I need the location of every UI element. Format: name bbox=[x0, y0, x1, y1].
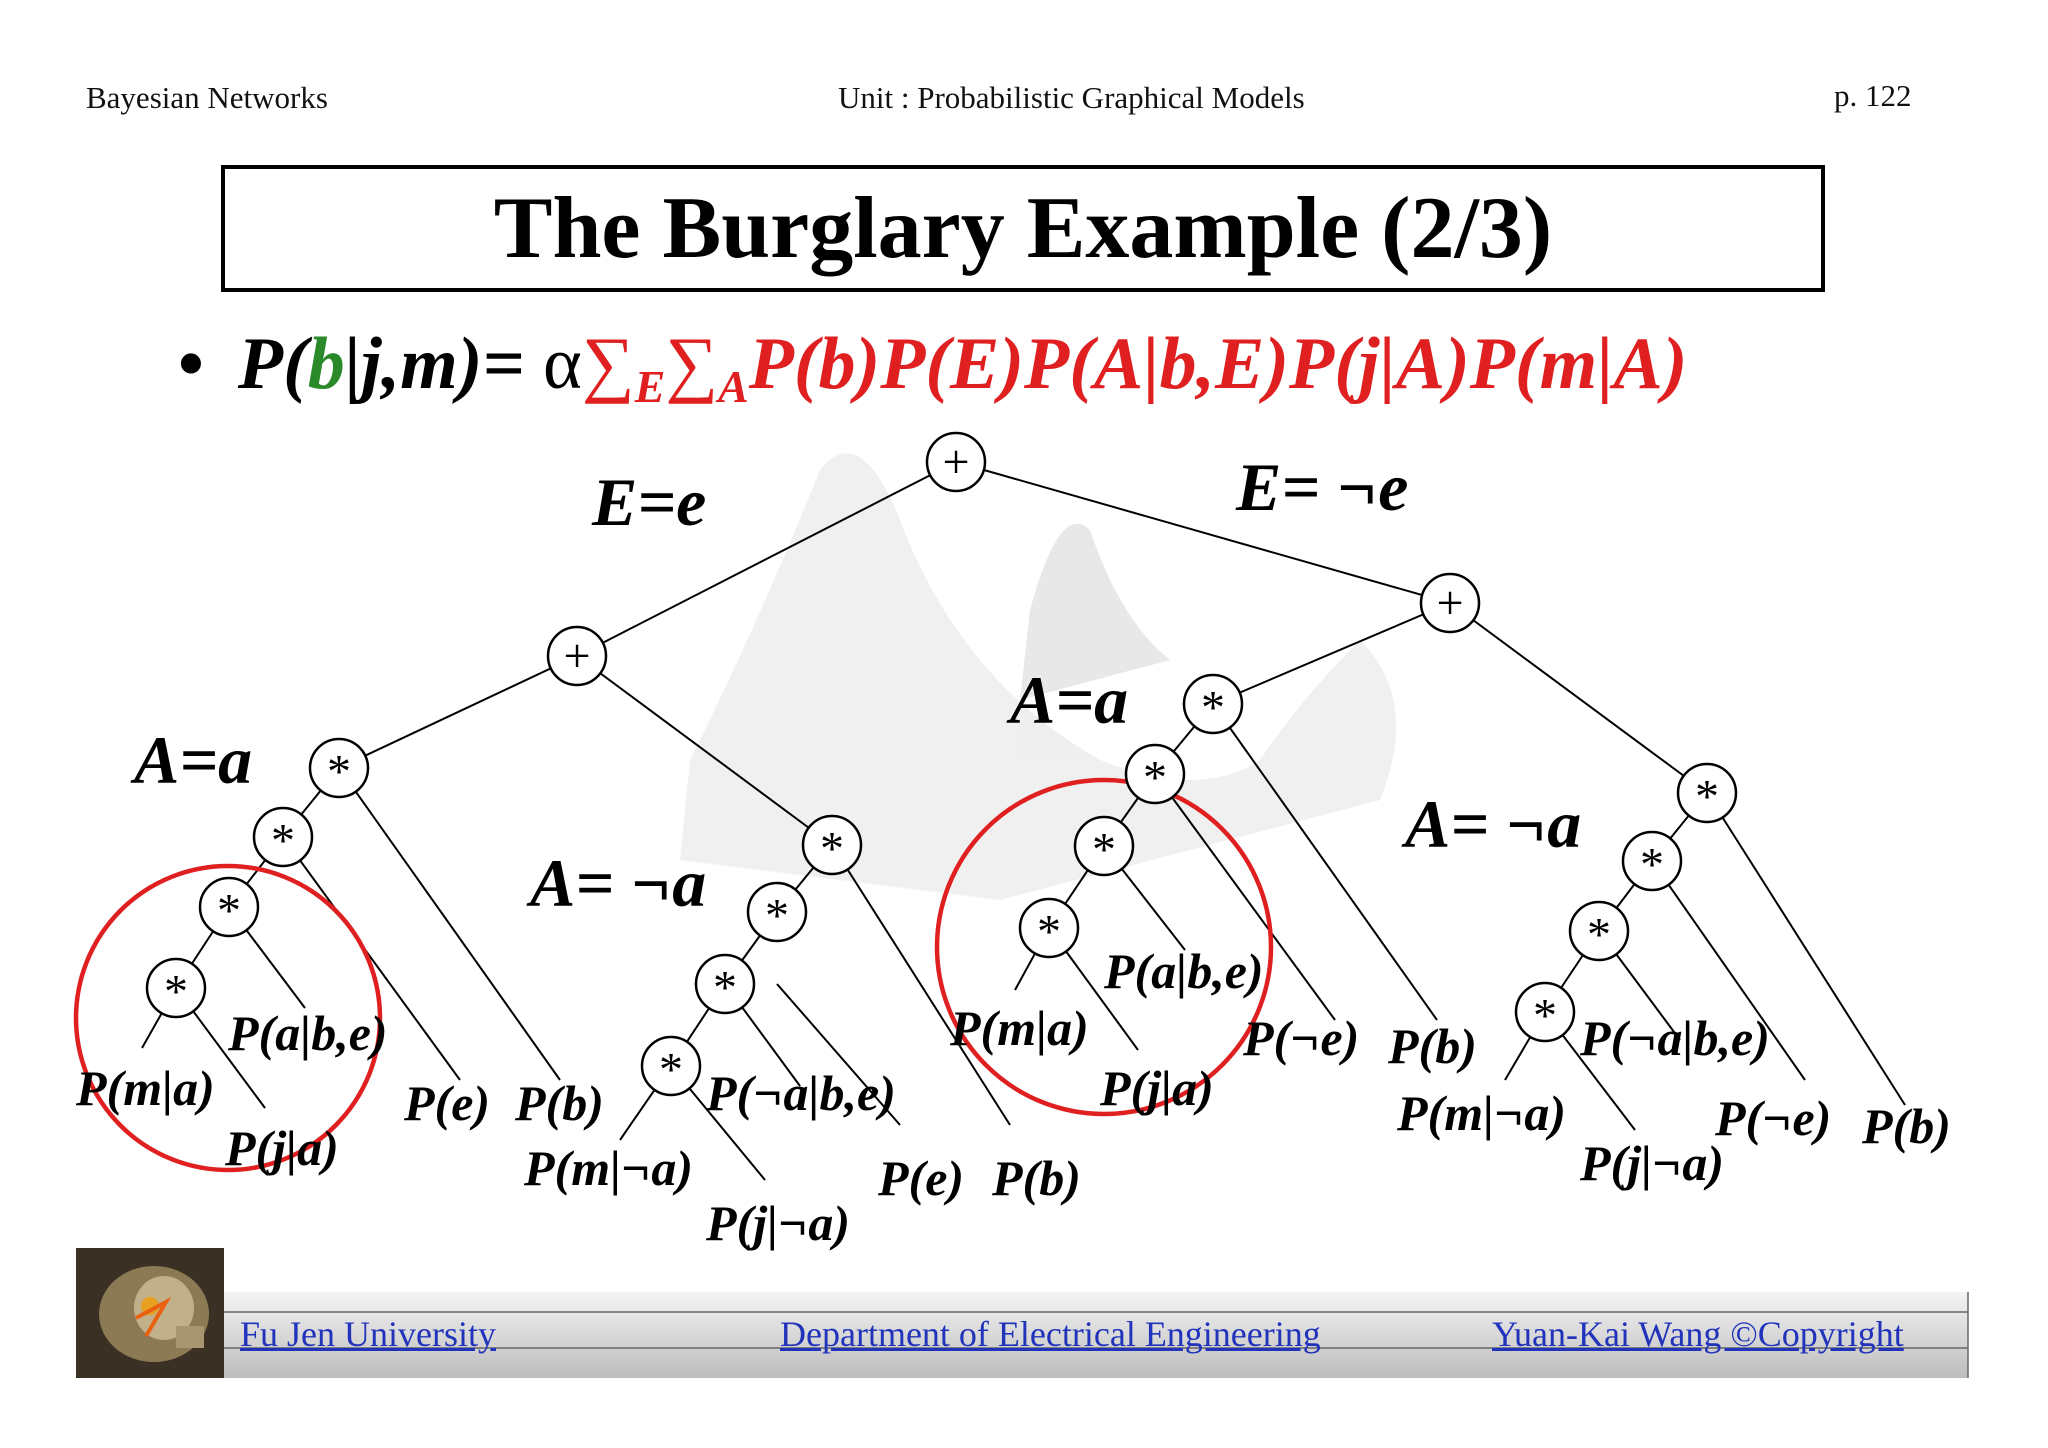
svg-text:*: * bbox=[1533, 990, 1557, 1043]
leaf-label: P(b) bbox=[1387, 1018, 1477, 1074]
times-node: * bbox=[1018, 897, 1080, 959]
formula-sum-a: ∑ bbox=[665, 323, 719, 405]
svg-text:+: + bbox=[563, 630, 590, 683]
leaf-label: P(j|a) bbox=[224, 1120, 339, 1176]
leaf-label: P(a|b,e) bbox=[1103, 943, 1264, 999]
times-node: * bbox=[801, 814, 863, 876]
svg-text:*: * bbox=[659, 1044, 683, 1097]
leaf-label: P(b) bbox=[991, 1150, 1081, 1206]
times-node: * bbox=[1514, 981, 1576, 1043]
svg-text:*: * bbox=[327, 746, 351, 799]
formula-sum-e: ∑ bbox=[581, 323, 635, 405]
footer-copyright-link[interactable]: Yuan-Kai Wang ©Copyright bbox=[1492, 1314, 1904, 1354]
leaf-label: P(m|a) bbox=[75, 1060, 215, 1116]
times-node: * bbox=[145, 957, 207, 1019]
svg-text:+: + bbox=[942, 436, 969, 489]
times-node: * bbox=[746, 881, 808, 943]
header-course: Bayesian Networks bbox=[86, 80, 328, 115]
branch-label-not-a-left: A= ¬a bbox=[526, 845, 706, 921]
times-node: * bbox=[1073, 815, 1135, 877]
footer-department-link[interactable]: Department of Electrical Engineering bbox=[780, 1314, 1321, 1354]
leaf-label: P(j|a) bbox=[1099, 1060, 1214, 1116]
highlight-circle-left bbox=[73, 863, 383, 1173]
leaf-label: P(b) bbox=[514, 1075, 604, 1131]
times-node: * bbox=[694, 953, 756, 1015]
formula-lhs-p: P( bbox=[237, 323, 308, 405]
plus-node-not-e: + bbox=[1419, 572, 1481, 634]
svg-text:*: * bbox=[271, 815, 295, 868]
svg-text:+: + bbox=[1436, 577, 1463, 630]
formula-lhs-rest: |j,m)= bbox=[344, 323, 525, 405]
svg-text:*: * bbox=[1037, 906, 1061, 959]
formula-lhs-b: b bbox=[307, 323, 345, 405]
header-unit: Unit : Probabilistic Graphical Models bbox=[838, 80, 1305, 115]
branch-label-not-e: E= ¬e bbox=[1235, 449, 1409, 525]
leaf-label: P(e) bbox=[403, 1075, 490, 1131]
branch-label-a-left: A=a bbox=[130, 722, 252, 798]
page-title: The Burglary Example (2/3) bbox=[493, 180, 1553, 277]
formula-sum-a-sub: A bbox=[718, 361, 749, 412]
leaf-label: P(j|¬a) bbox=[1579, 1135, 1724, 1191]
svg-text:*: * bbox=[820, 823, 844, 876]
svg-text:*: * bbox=[1143, 752, 1167, 805]
svg-text:*: * bbox=[164, 966, 188, 1019]
times-node: * bbox=[1568, 900, 1630, 962]
plus-node-root: + bbox=[925, 431, 987, 493]
skull-logo bbox=[76, 1248, 224, 1378]
leaf-label: P(j|¬a) bbox=[705, 1195, 850, 1251]
times-node: * bbox=[1124, 743, 1186, 805]
formula-bullet: • bbox=[178, 323, 204, 405]
svg-text:*: * bbox=[1201, 682, 1225, 735]
times-node: * bbox=[640, 1035, 702, 1097]
leaf-label: P(m|¬a) bbox=[523, 1140, 693, 1196]
background-surface-plot bbox=[680, 453, 1396, 900]
leaf-label: P(¬a|b,e) bbox=[705, 1065, 896, 1121]
times-node: * bbox=[252, 806, 314, 868]
footer-university-link[interactable]: Fu Jen University bbox=[240, 1314, 496, 1354]
leaf-label: P(¬e) bbox=[1242, 1010, 1359, 1066]
tree-edges bbox=[141, 461, 1906, 1181]
leaf-label: P(m|¬a) bbox=[1396, 1085, 1566, 1141]
times-node: * bbox=[1621, 830, 1683, 892]
times-node: * bbox=[198, 876, 260, 938]
svg-text:*: * bbox=[1587, 909, 1611, 962]
leaf-label: P(¬a|b,e) bbox=[1579, 1010, 1770, 1066]
leaf-label: P(¬e) bbox=[1714, 1090, 1831, 1146]
times-node: * bbox=[308, 737, 370, 799]
branch-label-e: E=e bbox=[591, 464, 706, 540]
svg-text:*: * bbox=[1092, 824, 1116, 877]
header-page-number: p. 122 bbox=[1834, 78, 1912, 113]
formula-alpha: α bbox=[543, 323, 582, 405]
svg-text:*: * bbox=[1695, 771, 1719, 824]
times-node: * bbox=[1676, 762, 1738, 824]
leaf-label: P(a|b,e) bbox=[227, 1005, 388, 1061]
branch-label-a-right: A=a bbox=[1006, 662, 1128, 738]
formula: •P(b|j,m)= α∑E∑AP(b)P(E)P(A|b,E)P(j|A)P(… bbox=[178, 322, 1687, 413]
leaf-label: P(e) bbox=[877, 1150, 964, 1206]
svg-text:*: * bbox=[217, 885, 241, 938]
svg-text:*: * bbox=[713, 962, 737, 1015]
formula-rhs: P(b)P(E)P(A|b,E)P(j|A)P(m|A) bbox=[748, 323, 1688, 405]
plus-node-e: + bbox=[546, 625, 608, 687]
svg-text:*: * bbox=[1640, 839, 1664, 892]
highlight-circle-right bbox=[934, 777, 1274, 1117]
times-node: * bbox=[1182, 673, 1244, 735]
leaf-label: P(m|a) bbox=[949, 1000, 1089, 1056]
footer-bar bbox=[76, 1248, 1969, 1378]
title-box: The Burglary Example (2/3) bbox=[221, 165, 1825, 292]
leaf-label: P(b) bbox=[1861, 1098, 1951, 1154]
formula-sum-e-sub: E bbox=[634, 361, 666, 412]
branch-label-not-a-right: A= ¬a bbox=[1401, 786, 1581, 862]
svg-text:*: * bbox=[765, 890, 789, 943]
